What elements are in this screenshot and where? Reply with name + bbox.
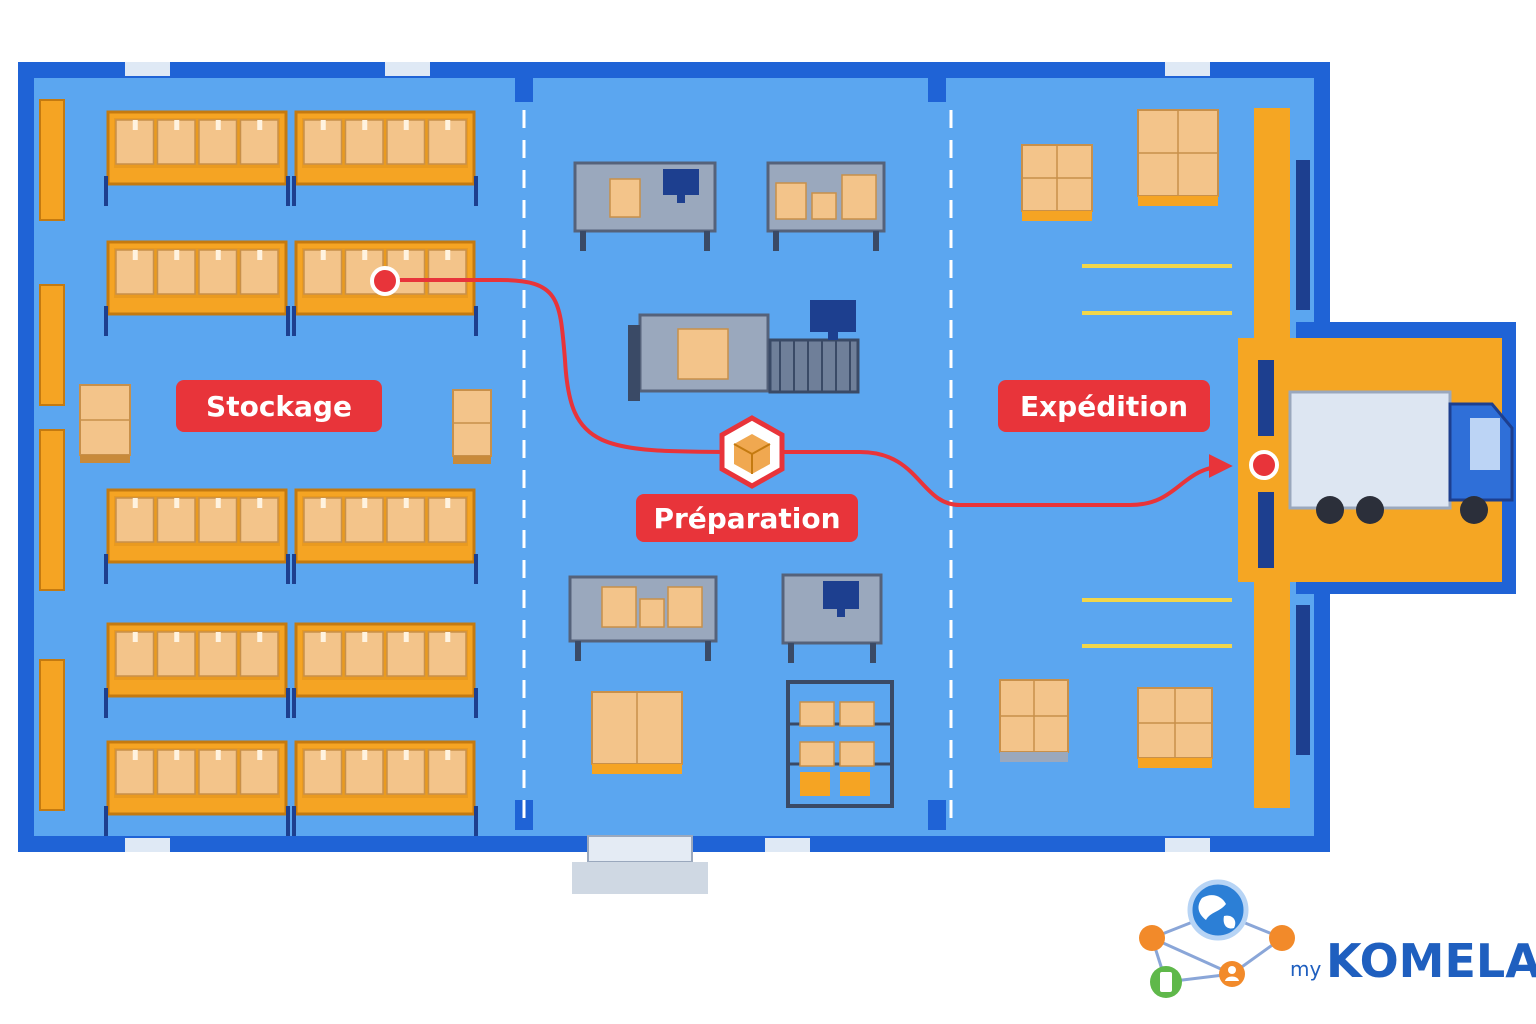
pallet: [1137, 109, 1219, 206]
window: [765, 838, 810, 852]
conveyor-belt: [768, 338, 860, 394]
zone-label-storage: Stockage: [176, 380, 382, 432]
pallet: [591, 691, 683, 774]
pallet: [452, 389, 492, 464]
storage-rack: [292, 622, 478, 718]
network-graphic: [1139, 879, 1295, 998]
pallet: [1021, 144, 1093, 221]
storage-rack: [104, 740, 290, 836]
monitor-icon: [663, 169, 699, 203]
brand-name: KOMELA: [1326, 934, 1536, 988]
pillar: [515, 72, 533, 102]
window: [125, 838, 170, 852]
route-end-marker: [1249, 450, 1279, 480]
storage-rack: [292, 488, 478, 584]
brand-logo: my KOMELA: [1139, 879, 1536, 998]
storage-rack: [104, 622, 290, 718]
window: [385, 62, 430, 76]
storage-rack: [104, 488, 290, 584]
pallet: [1137, 687, 1213, 768]
zone-label-storage-text: Stockage: [206, 390, 352, 423]
prep-station: [781, 573, 883, 663]
zone-label-shipping: Expédition: [998, 380, 1210, 432]
packing-station: [628, 300, 860, 401]
prep-station: [766, 161, 886, 251]
pillar: [928, 72, 946, 102]
storage-rack: [292, 110, 478, 206]
pillar: [928, 800, 946, 830]
pallet: [999, 679, 1069, 762]
monitor-icon: [823, 581, 859, 617]
route-start-marker: [370, 266, 400, 296]
prep-station: [573, 161, 717, 251]
zone-label-preparation-text: Préparation: [653, 502, 840, 535]
lane-markings: [1082, 264, 1232, 648]
pallet: [79, 384, 131, 463]
window: [1165, 838, 1210, 852]
monitor-icon: [810, 300, 856, 340]
zone-label-shipping-text: Expédition: [1020, 390, 1188, 423]
wall-racks-left: [39, 99, 65, 811]
storage-rack: [104, 110, 290, 206]
shelf-unit: [786, 680, 894, 808]
package-icon: [719, 415, 785, 489]
prep-station: [568, 575, 718, 661]
storage-rack: [292, 740, 478, 836]
flow-route: [370, 266, 1279, 507]
storage-rack: [104, 240, 290, 336]
zone-label-preparation: Préparation: [636, 494, 858, 542]
cart-icon: [1139, 925, 1165, 951]
chart-icon: [1269, 925, 1295, 951]
brand-prefix: my: [1290, 957, 1321, 981]
entrance-step: [572, 862, 708, 894]
entrance-door: [587, 835, 693, 863]
window: [125, 62, 170, 76]
window: [1165, 62, 1210, 76]
delivery-truck: [1288, 390, 1514, 524]
